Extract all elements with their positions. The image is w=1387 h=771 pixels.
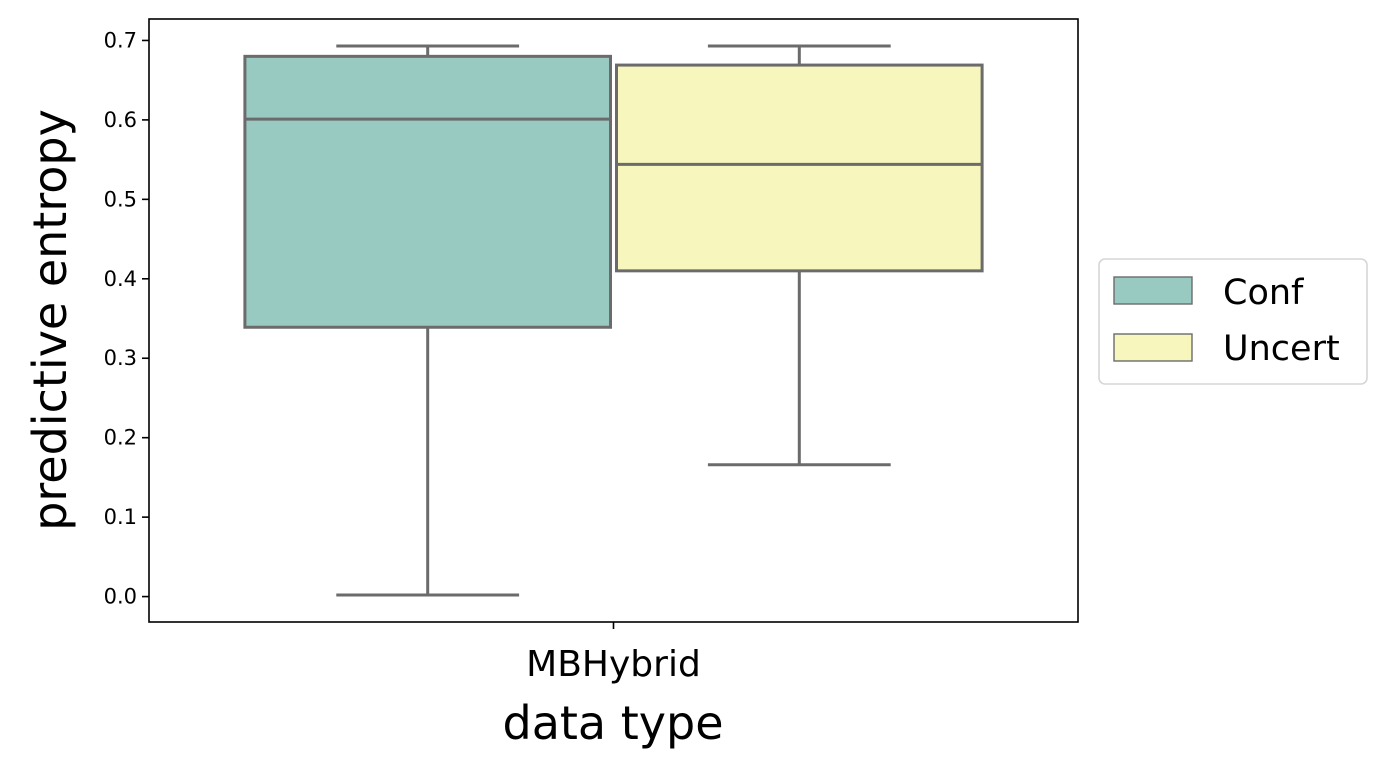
legend: Conf Uncert <box>1098 258 1368 385</box>
y-tick-label: 0.1 <box>104 505 137 529</box>
legend-swatch-uncert <box>1113 333 1193 362</box>
y-tick-label: 0.5 <box>104 187 137 211</box>
plot-frame <box>148 18 1079 623</box>
legend-label-conf: Conf <box>1223 273 1304 313</box>
y-axis-title: predictive entropy <box>23 109 77 531</box>
y-tick-label: 0.3 <box>104 346 137 370</box>
x-axis-ticks: MBHybrid <box>526 622 701 685</box>
box-uncert <box>615 44 984 467</box>
legend-swatch-conf <box>1113 276 1193 305</box>
box-conf <box>243 44 612 597</box>
y-tick-label: 0.0 <box>104 585 137 609</box>
iqr-box <box>615 63 984 273</box>
box-marks <box>243 44 984 597</box>
y-axis-ticks: 0.0 0.1 0.2 0.3 0.4 0.5 0.6 0.7 <box>104 28 149 609</box>
y-tick-label: 0.6 <box>104 108 137 132</box>
y-tick-label: 0.2 <box>104 426 137 450</box>
x-axis-title: data type <box>503 696 724 750</box>
iqr-box <box>243 54 612 329</box>
x-tick-label: MBHybrid <box>526 644 701 685</box>
legend-label-uncert: Uncert <box>1223 329 1340 369</box>
y-tick-label: 0.7 <box>104 28 137 52</box>
y-tick-label: 0.4 <box>104 267 137 291</box>
